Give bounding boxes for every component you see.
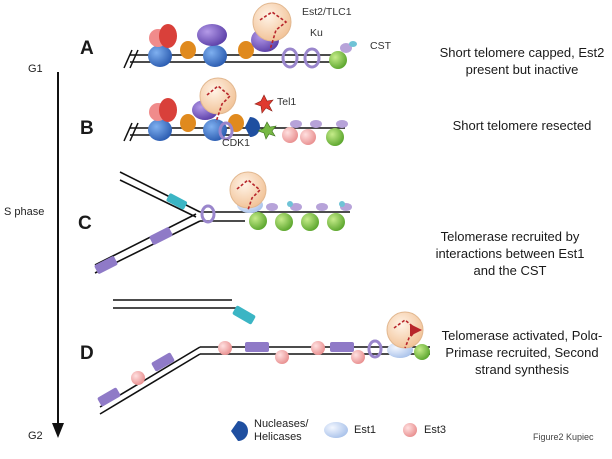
panel-c-letter: C xyxy=(78,213,92,234)
panel-c-caption: Telomerase recruited by interactions bet… xyxy=(435,229,585,278)
est1-ellipse-icon xyxy=(324,422,348,438)
legend-est1-label: Est1 xyxy=(354,424,377,436)
ku-label: Ku xyxy=(310,27,323,39)
daughter-duplex xyxy=(113,299,256,325)
tel1-label: Tel1 xyxy=(277,96,297,108)
panel-d-caption: Telomerase activated, Polα-Primase recru… xyxy=(441,328,603,377)
legend-est3-label: Est3 xyxy=(424,424,447,436)
panel-b-caption: Short telomere resected xyxy=(452,118,592,133)
est2-tlc1-label: Est2/TLC1 xyxy=(302,6,352,18)
cdk1-label: CDK1 xyxy=(222,137,251,149)
pacman-icon xyxy=(231,421,248,441)
panel-b-letter: B xyxy=(80,118,94,139)
panel-d-letter: D xyxy=(80,343,94,364)
legend-nucleases-label: Nucleases/ Helicases xyxy=(254,418,309,443)
figure-credit: Figure2 Kupiec xyxy=(533,432,594,442)
cst-label: CST xyxy=(370,40,391,52)
cell-cycle-arrow xyxy=(52,72,64,438)
panel-a-telomere xyxy=(123,2,357,69)
g2-label: G2 xyxy=(28,430,43,442)
panel-a-caption: Short telomere capped, Est2 present but … xyxy=(439,45,605,77)
panel-c-replication-fork xyxy=(94,171,352,274)
g1-label: G1 xyxy=(28,63,43,75)
s-phase-label: S phase xyxy=(4,206,45,218)
est3-circle-icon xyxy=(403,423,417,437)
legend xyxy=(231,421,417,441)
panel-b-telomere xyxy=(123,77,348,146)
panel-a-letter: A xyxy=(80,38,94,59)
panel-d-second-strand xyxy=(97,311,430,415)
